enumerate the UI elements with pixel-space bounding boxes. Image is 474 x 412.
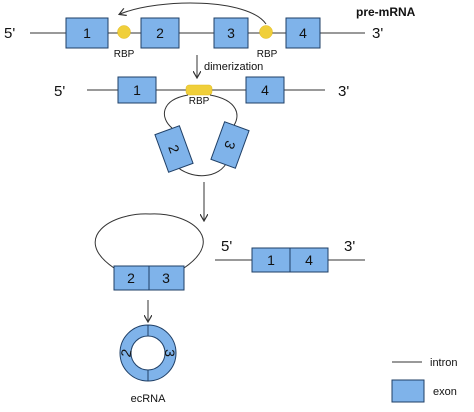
- pre-mrna-five-prime-label: 5': [4, 25, 15, 42]
- ecrna-label: ecRNA: [131, 393, 167, 405]
- exon-number: 4: [299, 25, 307, 41]
- rbp-icon-right: [259, 25, 273, 39]
- circle-exon-2: 2: [113, 265, 150, 291]
- circle-product: 2 3: [94, 213, 204, 291]
- linear-exon-4: 4: [289, 247, 329, 273]
- pre-mrna-exon-4: 4: [285, 17, 321, 49]
- rbp-dimer-icon: [185, 84, 213, 96]
- pre-mrna-exon-1: 1: [65, 17, 109, 49]
- pre-mrna-exon-2: 2: [140, 17, 180, 49]
- dimer-exon-1: 1: [117, 76, 157, 104]
- rbp-label-right: RBP: [257, 49, 278, 60]
- exon-number: 1: [83, 25, 91, 41]
- exon-number: 4: [261, 82, 269, 98]
- pre-mrna-label: pre-mRNA: [356, 5, 416, 19]
- dimer-exon-4: 4: [245, 76, 285, 104]
- ecrna-ring: 2 3 ecRNA: [117, 324, 178, 405]
- linear-five-prime-label: 5': [221, 238, 232, 255]
- linear-three-prime-label: 3': [344, 238, 355, 255]
- circle-intron-loop: [94, 213, 204, 269]
- dimer-five-prime-label: 5': [54, 83, 65, 100]
- exon-number: 1: [133, 82, 141, 98]
- dimer-loop-right: [209, 94, 238, 129]
- exon-number: 1: [267, 252, 275, 268]
- pre-mrna-exon-3: 3: [213, 17, 249, 49]
- pre-mrna-row: 5' 3' pre-mRNA 1 2 3 4 RBP RBP: [4, 2, 416, 60]
- exon-number: 4: [305, 252, 313, 268]
- exon-number: 3: [162, 270, 170, 286]
- legend-intron-label: intron: [430, 357, 458, 369]
- dimerization-label: dimerization: [204, 61, 263, 73]
- dimer-row: 5' 3' 1 4 RBP 2 3: [54, 76, 349, 177]
- linear-exon-1: 1: [251, 247, 291, 273]
- linear-mrna-product: 5' 3' 1 4: [215, 238, 365, 273]
- rbp-label-left: RBP: [114, 49, 135, 60]
- rbp-dimer-label: RBP: [189, 96, 210, 107]
- dimer-loop-left: [163, 94, 189, 129]
- circle-exon-3: 3: [148, 265, 185, 291]
- dimer-exon-2: 2: [154, 125, 194, 173]
- dimerization-step: dimerization: [197, 55, 263, 77]
- exon-number: 3: [227, 25, 235, 41]
- exon-number: 2: [156, 25, 164, 41]
- ecrna-exon-2-number: 2: [117, 348, 134, 359]
- pre-mrna-three-prime-label: 3': [372, 25, 383, 42]
- dimer-three-prime-label: 3': [338, 83, 349, 100]
- exon-number: 2: [127, 270, 135, 286]
- ecrna-exon-3-segment: [147, 324, 177, 382]
- legend-exon-swatch: [391, 379, 425, 403]
- ecrna-exon-3-number: 3: [162, 349, 178, 357]
- rbp-interaction-arrow: [120, 2, 267, 25]
- legend: intron exon: [391, 357, 458, 403]
- legend-exon-label: exon: [433, 386, 457, 398]
- rbp-icon-left: [117, 25, 131, 39]
- dimer-exon-3: 3: [210, 121, 250, 169]
